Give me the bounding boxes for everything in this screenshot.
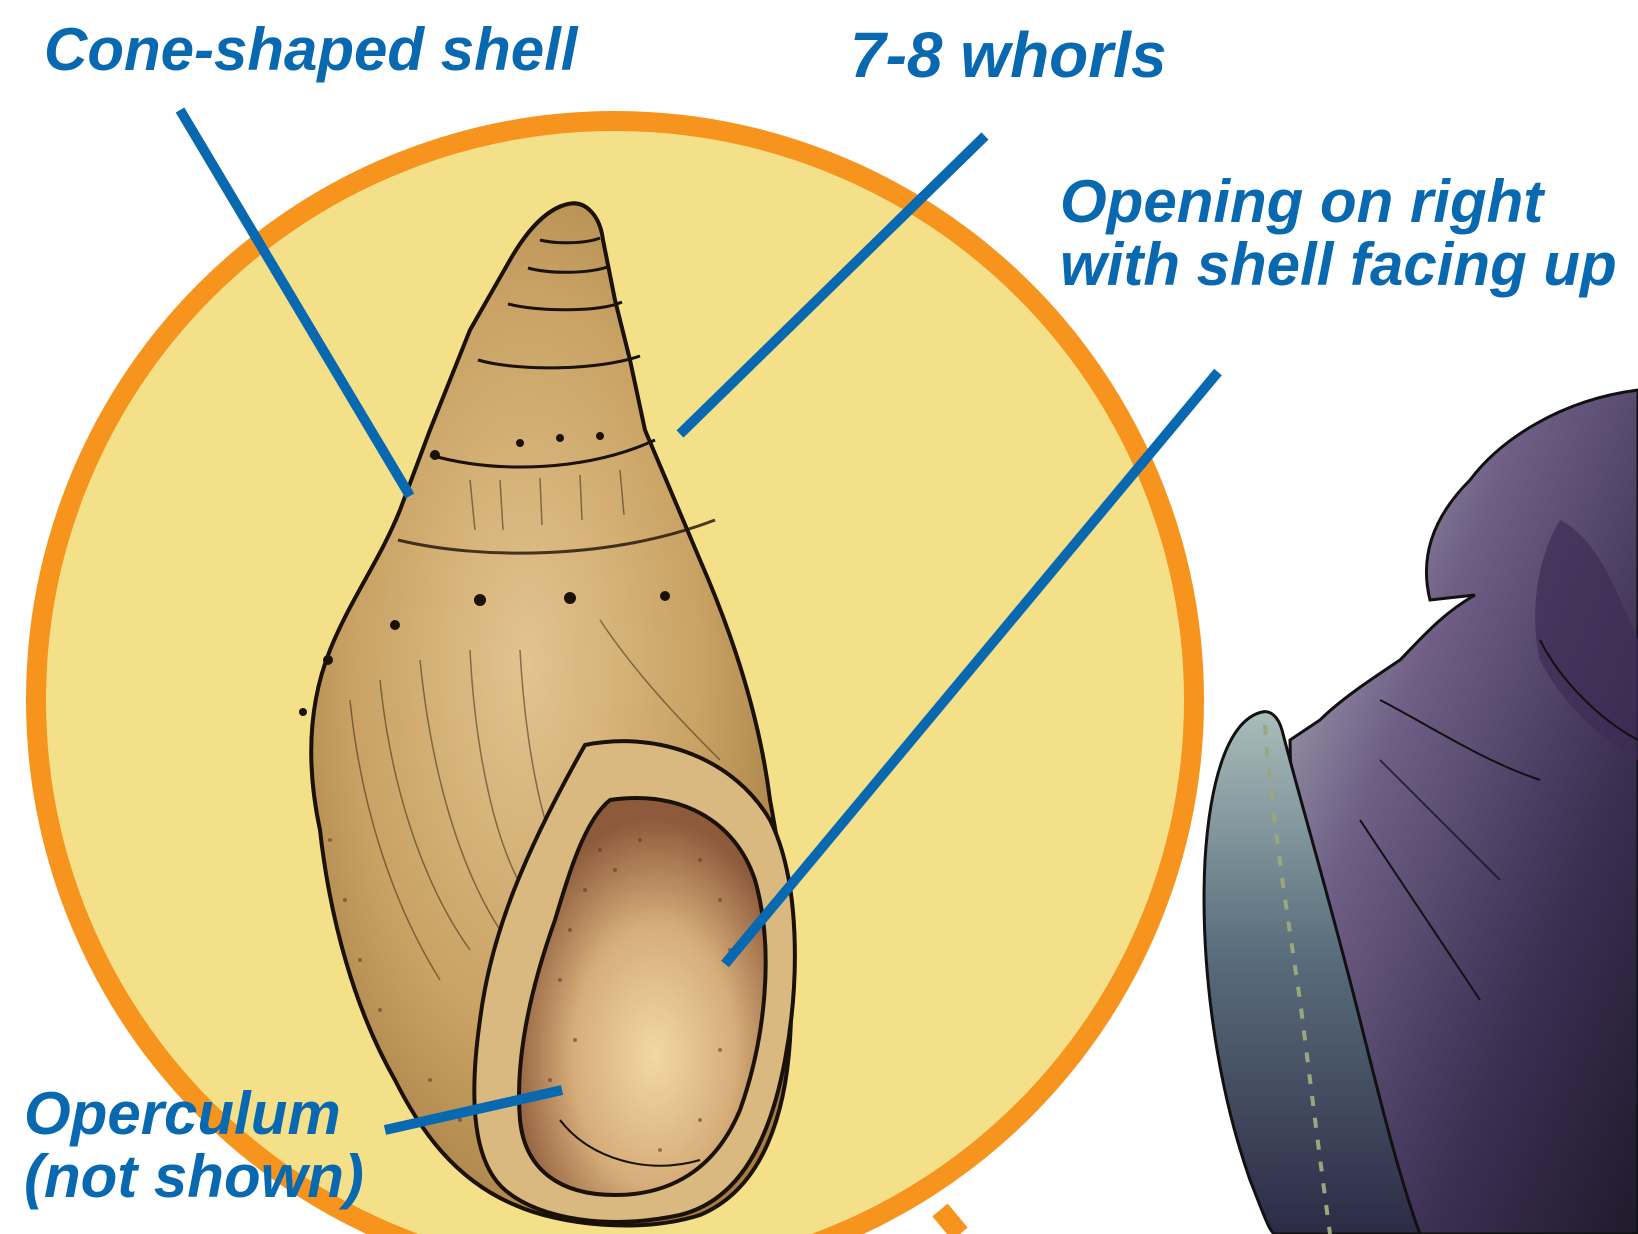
label-opening-line1: Opening on right: [1060, 170, 1617, 233]
label-cone-shaped-shell-text: Cone-shaped shell: [44, 18, 577, 81]
label-operculum-line1: Operculum: [24, 1082, 364, 1145]
label-whorls-text: 7-8 whorls: [850, 22, 1167, 89]
label-opening: Opening on right with shell facing up: [1060, 170, 1617, 296]
label-operculum-line2: (not shown): [24, 1145, 364, 1208]
label-whorls: 7-8 whorls: [850, 22, 1167, 89]
orange-pointer-line: [940, 1210, 960, 1234]
label-opening-line2: with shell facing up: [1060, 233, 1617, 296]
label-cone-shaped-shell: Cone-shaped shell: [44, 18, 577, 81]
label-operculum: Operculum (not shown): [24, 1082, 364, 1208]
